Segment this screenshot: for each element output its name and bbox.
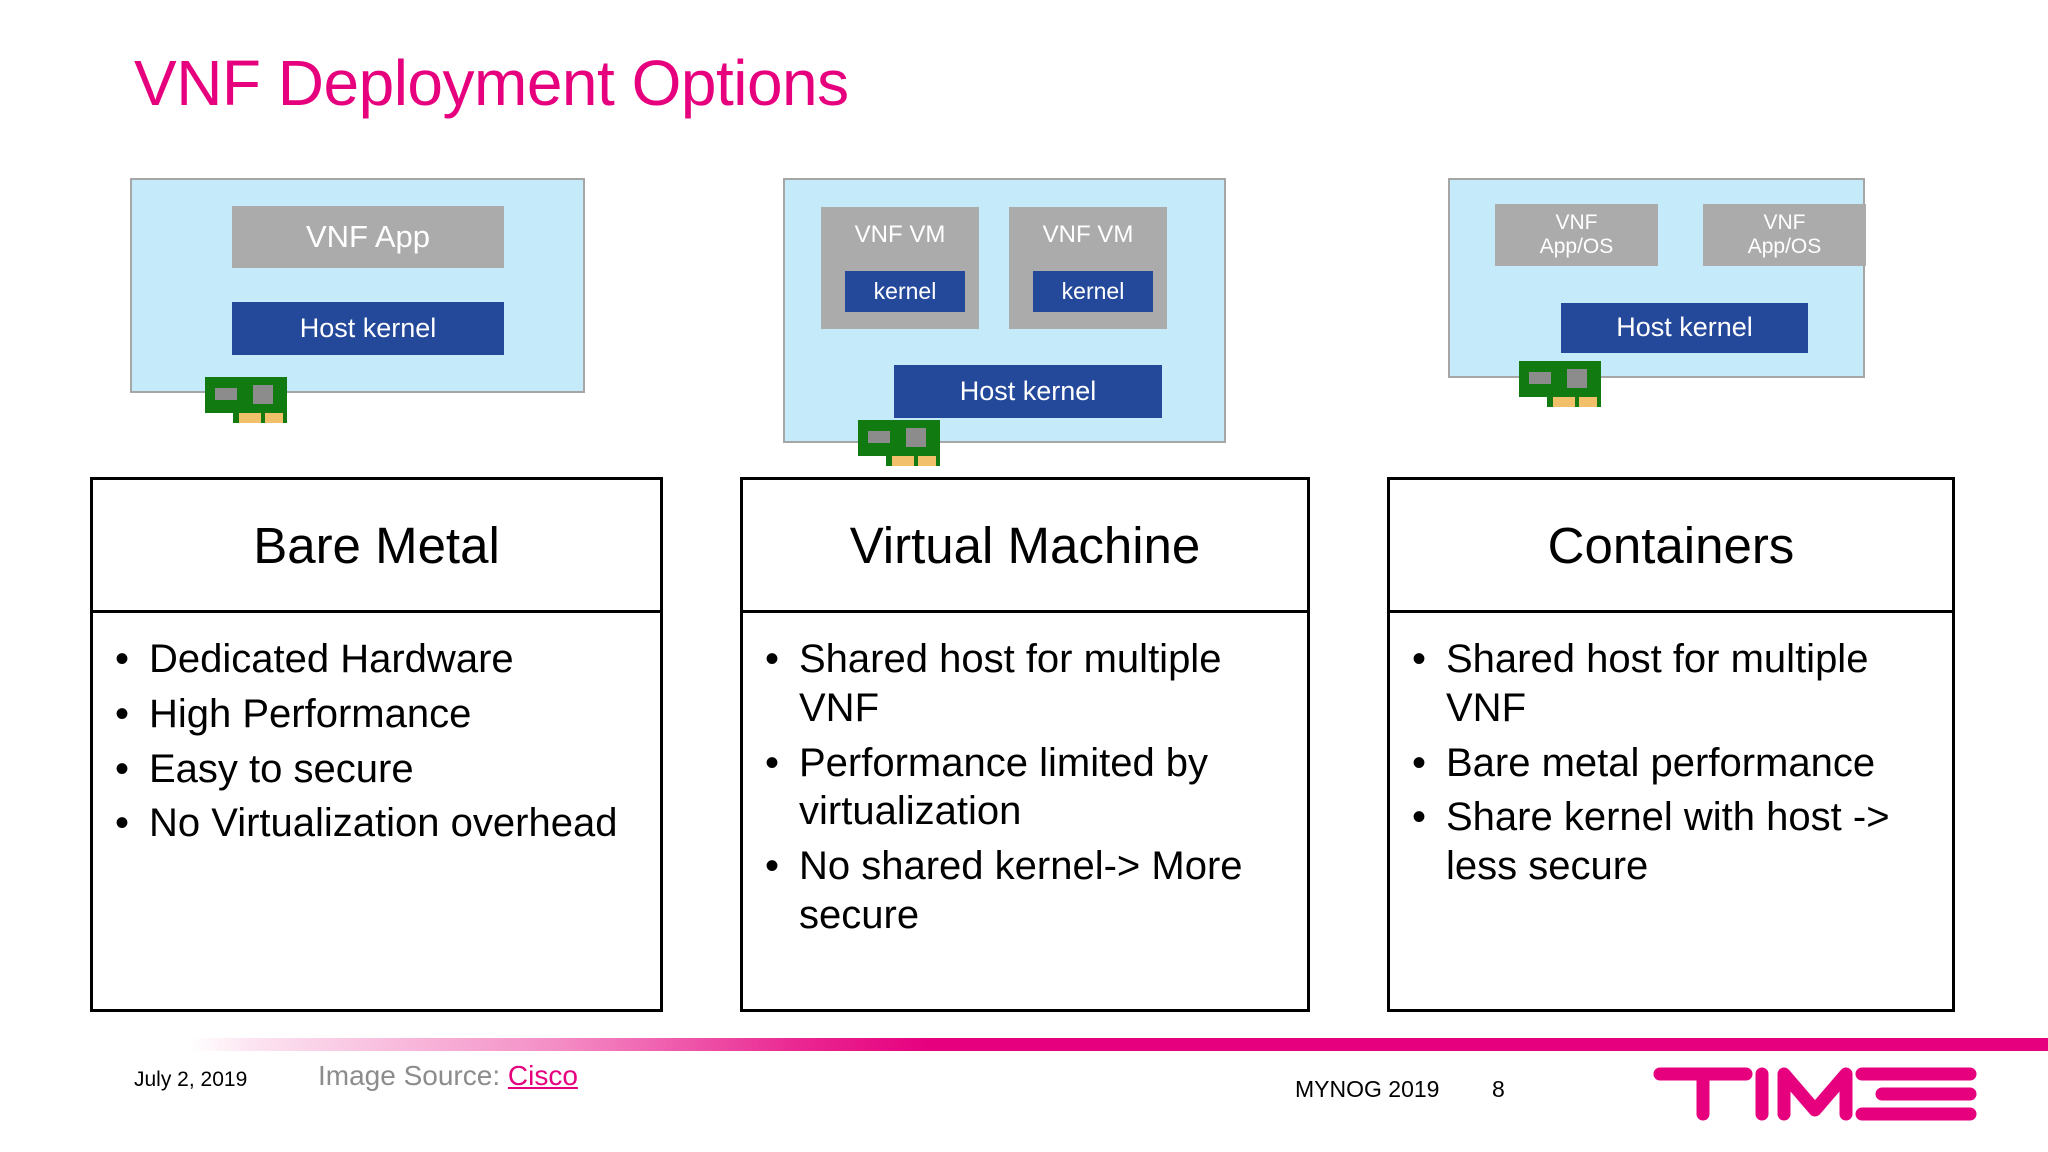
network-interface-card-icon	[1519, 361, 1601, 407]
cisco-link[interactable]: Cisco	[507, 1060, 578, 1091]
network-interface-card-icon	[858, 420, 940, 466]
card-bare-metal: Bare Metal • Dedicated Hardware • High P…	[90, 477, 663, 1012]
list-item: • Easy to secure	[115, 745, 642, 794]
image-source-label: Image Source:	[318, 1060, 501, 1091]
list-item-label: Dedicated Hardware	[149, 637, 514, 681]
list-item-label: No Virtualization overhead	[149, 801, 618, 846]
list-item: • Shared host for multiple VNF	[1412, 635, 1934, 733]
bullet-list: • Dedicated Hardware • High Performance …	[115, 635, 642, 848]
diagram-bare-metal: VNF App Host kernel	[130, 178, 585, 393]
card-body: • Shared host for multiple VNF • Perform…	[743, 613, 1307, 940]
network-interface-card-icon	[205, 377, 287, 423]
list-item-label: No shared kernel-> More secure	[799, 844, 1243, 937]
bullet-list: • Shared host for multiple VNF • Bare me…	[1412, 635, 1934, 891]
list-item: • Dedicated Hardware	[115, 635, 642, 684]
bullet-dot-icon: •	[115, 801, 130, 846]
list-item-label: High Performance	[149, 691, 472, 736]
vnf-app-os-line1: VNF	[1763, 210, 1806, 234]
list-item-label: Bare metal performance	[1446, 740, 1876, 785]
page-title: VNF Deployment Options	[134, 47, 849, 119]
block-vnf-app-os-1: VNF App/OS	[1495, 204, 1658, 266]
time-logo	[1653, 1067, 1977, 1121]
list-item: • No Virtualization overhead	[115, 799, 642, 848]
list-item: • Bare metal performance	[1412, 739, 1934, 788]
list-item: • Performance limited by virtualization	[765, 739, 1289, 837]
bullet-dot-icon: •	[1412, 637, 1427, 681]
footer-page-number: 8	[1492, 1076, 1505, 1102]
block-vnf-vm-2: VNF VM kernel	[1009, 207, 1167, 329]
block-host-kernel: Host kernel	[232, 302, 504, 355]
diagram-virtual-machine: VNF VM kernel VNF VM kernel Host kernel	[783, 178, 1226, 443]
bullet-dot-icon: •	[1412, 795, 1427, 840]
bullet-dot-icon: •	[1412, 740, 1427, 785]
footer-date: July 2, 2019	[134, 1068, 248, 1091]
card-title: Bare Metal	[93, 480, 660, 613]
list-item: • Shared host for multiple VNF	[765, 635, 1289, 733]
diagram-containers: VNF App/OS VNF App/OS Host kernel	[1448, 178, 1866, 378]
footer-event-name: MYNOG 2019	[1295, 1076, 1440, 1102]
card-body: • Dedicated Hardware • High Performance …	[93, 613, 660, 848]
list-item: • No shared kernel-> More secure	[765, 842, 1289, 940]
bullet-dot-icon: •	[115, 746, 130, 791]
bullet-dot-icon: •	[765, 637, 780, 681]
list-item: • High Performance	[115, 690, 642, 739]
card-title: Containers	[1390, 480, 1952, 613]
bullet-dot-icon: •	[115, 691, 130, 736]
card-containers: Containers • Shared host for multiple VN…	[1387, 477, 1955, 1012]
list-item-label: Performance limited by virtualization	[799, 740, 1209, 834]
list-item-label: Easy to secure	[149, 746, 414, 791]
list-item: • Share kernel with host -> less secure	[1412, 793, 1934, 891]
block-host-kernel: Host kernel	[894, 365, 1162, 418]
image-source-credit: Image Source: Cisco	[318, 1060, 578, 1092]
vnf-vm-label: VNF VM	[1042, 221, 1134, 248]
block-host-kernel: Host kernel	[1561, 303, 1808, 353]
block-vnf-app: VNF App	[232, 206, 504, 268]
block-vnf-vm-1: VNF VM kernel	[821, 207, 979, 329]
block-vnf-app-os-2: VNF App/OS	[1703, 204, 1866, 266]
vnf-app-os-line2: App/OS	[1539, 235, 1614, 258]
bullet-list: • Shared host for multiple VNF • Perform…	[765, 635, 1289, 940]
list-item-label: Share kernel with host -> less secure	[1446, 795, 1890, 889]
list-item-label: Shared host for multiple VNF	[1446, 637, 1869, 730]
bullet-dot-icon: •	[765, 844, 780, 889]
vnf-app-os-line2: App/OS	[1747, 235, 1822, 258]
card-body: • Shared host for multiple VNF • Bare me…	[1390, 613, 1952, 891]
bullet-dot-icon: •	[115, 637, 130, 681]
vnf-vm-label: VNF VM	[854, 221, 946, 248]
list-item-label: Shared host for multiple VNF	[799, 637, 1222, 730]
vm-kernel-box: kernel	[845, 271, 965, 312]
card-title: Virtual Machine	[743, 480, 1307, 613]
bullet-dot-icon: •	[765, 740, 780, 785]
footer-divider	[0, 1038, 2048, 1051]
vm-kernel-box: kernel	[1033, 271, 1153, 312]
card-virtual-machine: Virtual Machine • Shared host for multip…	[740, 477, 1310, 1012]
vnf-app-os-line1: VNF	[1555, 210, 1598, 234]
